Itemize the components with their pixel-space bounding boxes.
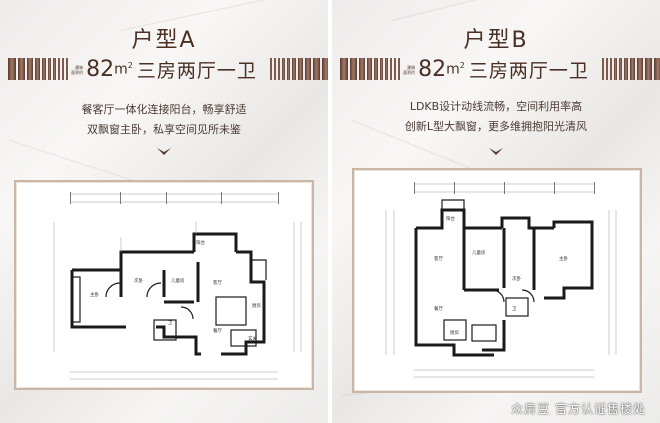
area-unit: m2 xyxy=(446,61,465,78)
area-value: 82 xyxy=(86,57,115,82)
layout-text: 三房两厅一卫 xyxy=(468,60,589,82)
area-unit: m2 xyxy=(114,61,133,78)
floorplan-drawing: 阳台 客厅 儿童房 主卧 次卧 餐厅 厨房 卫 xyxy=(385,182,617,378)
marble-vein xyxy=(391,0,606,21)
chevron-down-icon xyxy=(489,148,503,155)
room-label-entry: 玄关 xyxy=(248,335,257,342)
area-value: 82 xyxy=(418,57,447,82)
room-label-second: 次卧 xyxy=(134,277,143,284)
watermark: 众房豆 官方认证售楼处 xyxy=(511,402,646,416)
room-label-child: 儿童房 xyxy=(472,249,486,256)
floorplan-frame: 阳台 客厅 儿童房 主卧 次卧 餐厅 厨房 卫 xyxy=(352,168,642,393)
chevron-down-icon xyxy=(157,148,171,155)
room-label-balcony: 阳台 xyxy=(446,215,455,222)
description-line: 餐客厅一体化连接阳台，畅享舒适 xyxy=(81,103,247,116)
room-label-dining: 餐厅 xyxy=(213,327,222,334)
room-label-dining: 餐厅 xyxy=(434,305,443,312)
layout-text: 三房两厅一卫 xyxy=(136,60,257,82)
decor-stripes-right xyxy=(270,58,328,80)
room-label-living: 客厅 xyxy=(434,255,443,262)
room-label-kitchen: 厨房 xyxy=(252,302,261,309)
unit-title: 户型B xyxy=(463,28,529,53)
room-label-second: 次卧 xyxy=(512,275,521,282)
room-label-master: 主卧 xyxy=(90,291,99,298)
room-label-third: 儿童房 xyxy=(171,277,185,284)
description-line: 创新L型大飘窗，更多维拥抱阳光清风 xyxy=(404,120,588,133)
area-label: 建筑面积约 xyxy=(403,64,416,75)
unit-description: 餐客厅一体化连接阳台，畅享舒适 双飘窗主卧，私享空间见所未鉴 xyxy=(0,100,328,140)
room-label-bath: 卫 xyxy=(168,320,173,326)
decor-stripes-left xyxy=(8,58,70,80)
unit-title: 户型A xyxy=(131,28,197,53)
room-label-balcony: 阳台 xyxy=(196,239,205,246)
room-label-bath: 卫 xyxy=(512,306,517,312)
decor-stripes-right xyxy=(602,58,660,80)
room-label-living: 客厅 xyxy=(213,279,222,286)
floorplan-drawing: 阳台 主卧 次卧 儿童房 客厅 餐厅 厨房 卫 玄关 xyxy=(53,192,302,380)
unit-description: LDKB设计动线流畅，空间利用率高 创新L型大飘窗，更多维拥抱阳光清风 xyxy=(332,97,660,137)
description-line: 双飘窗主卧，私享空间见所未鉴 xyxy=(87,123,241,136)
room-label-kitchen: 厨房 xyxy=(450,329,459,336)
floorplan-frame: 阳台 主卧 次卧 儿童房 客厅 餐厅 厨房 卫 玄关 xyxy=(14,180,314,390)
decor-stripes-left xyxy=(340,58,402,80)
panel-divider xyxy=(328,0,332,423)
description-line: LDKB设计动线流畅，空间利用率高 xyxy=(409,100,583,113)
area-label: 建筑面积约 xyxy=(71,64,84,75)
room-label-master: 主卧 xyxy=(559,255,568,262)
